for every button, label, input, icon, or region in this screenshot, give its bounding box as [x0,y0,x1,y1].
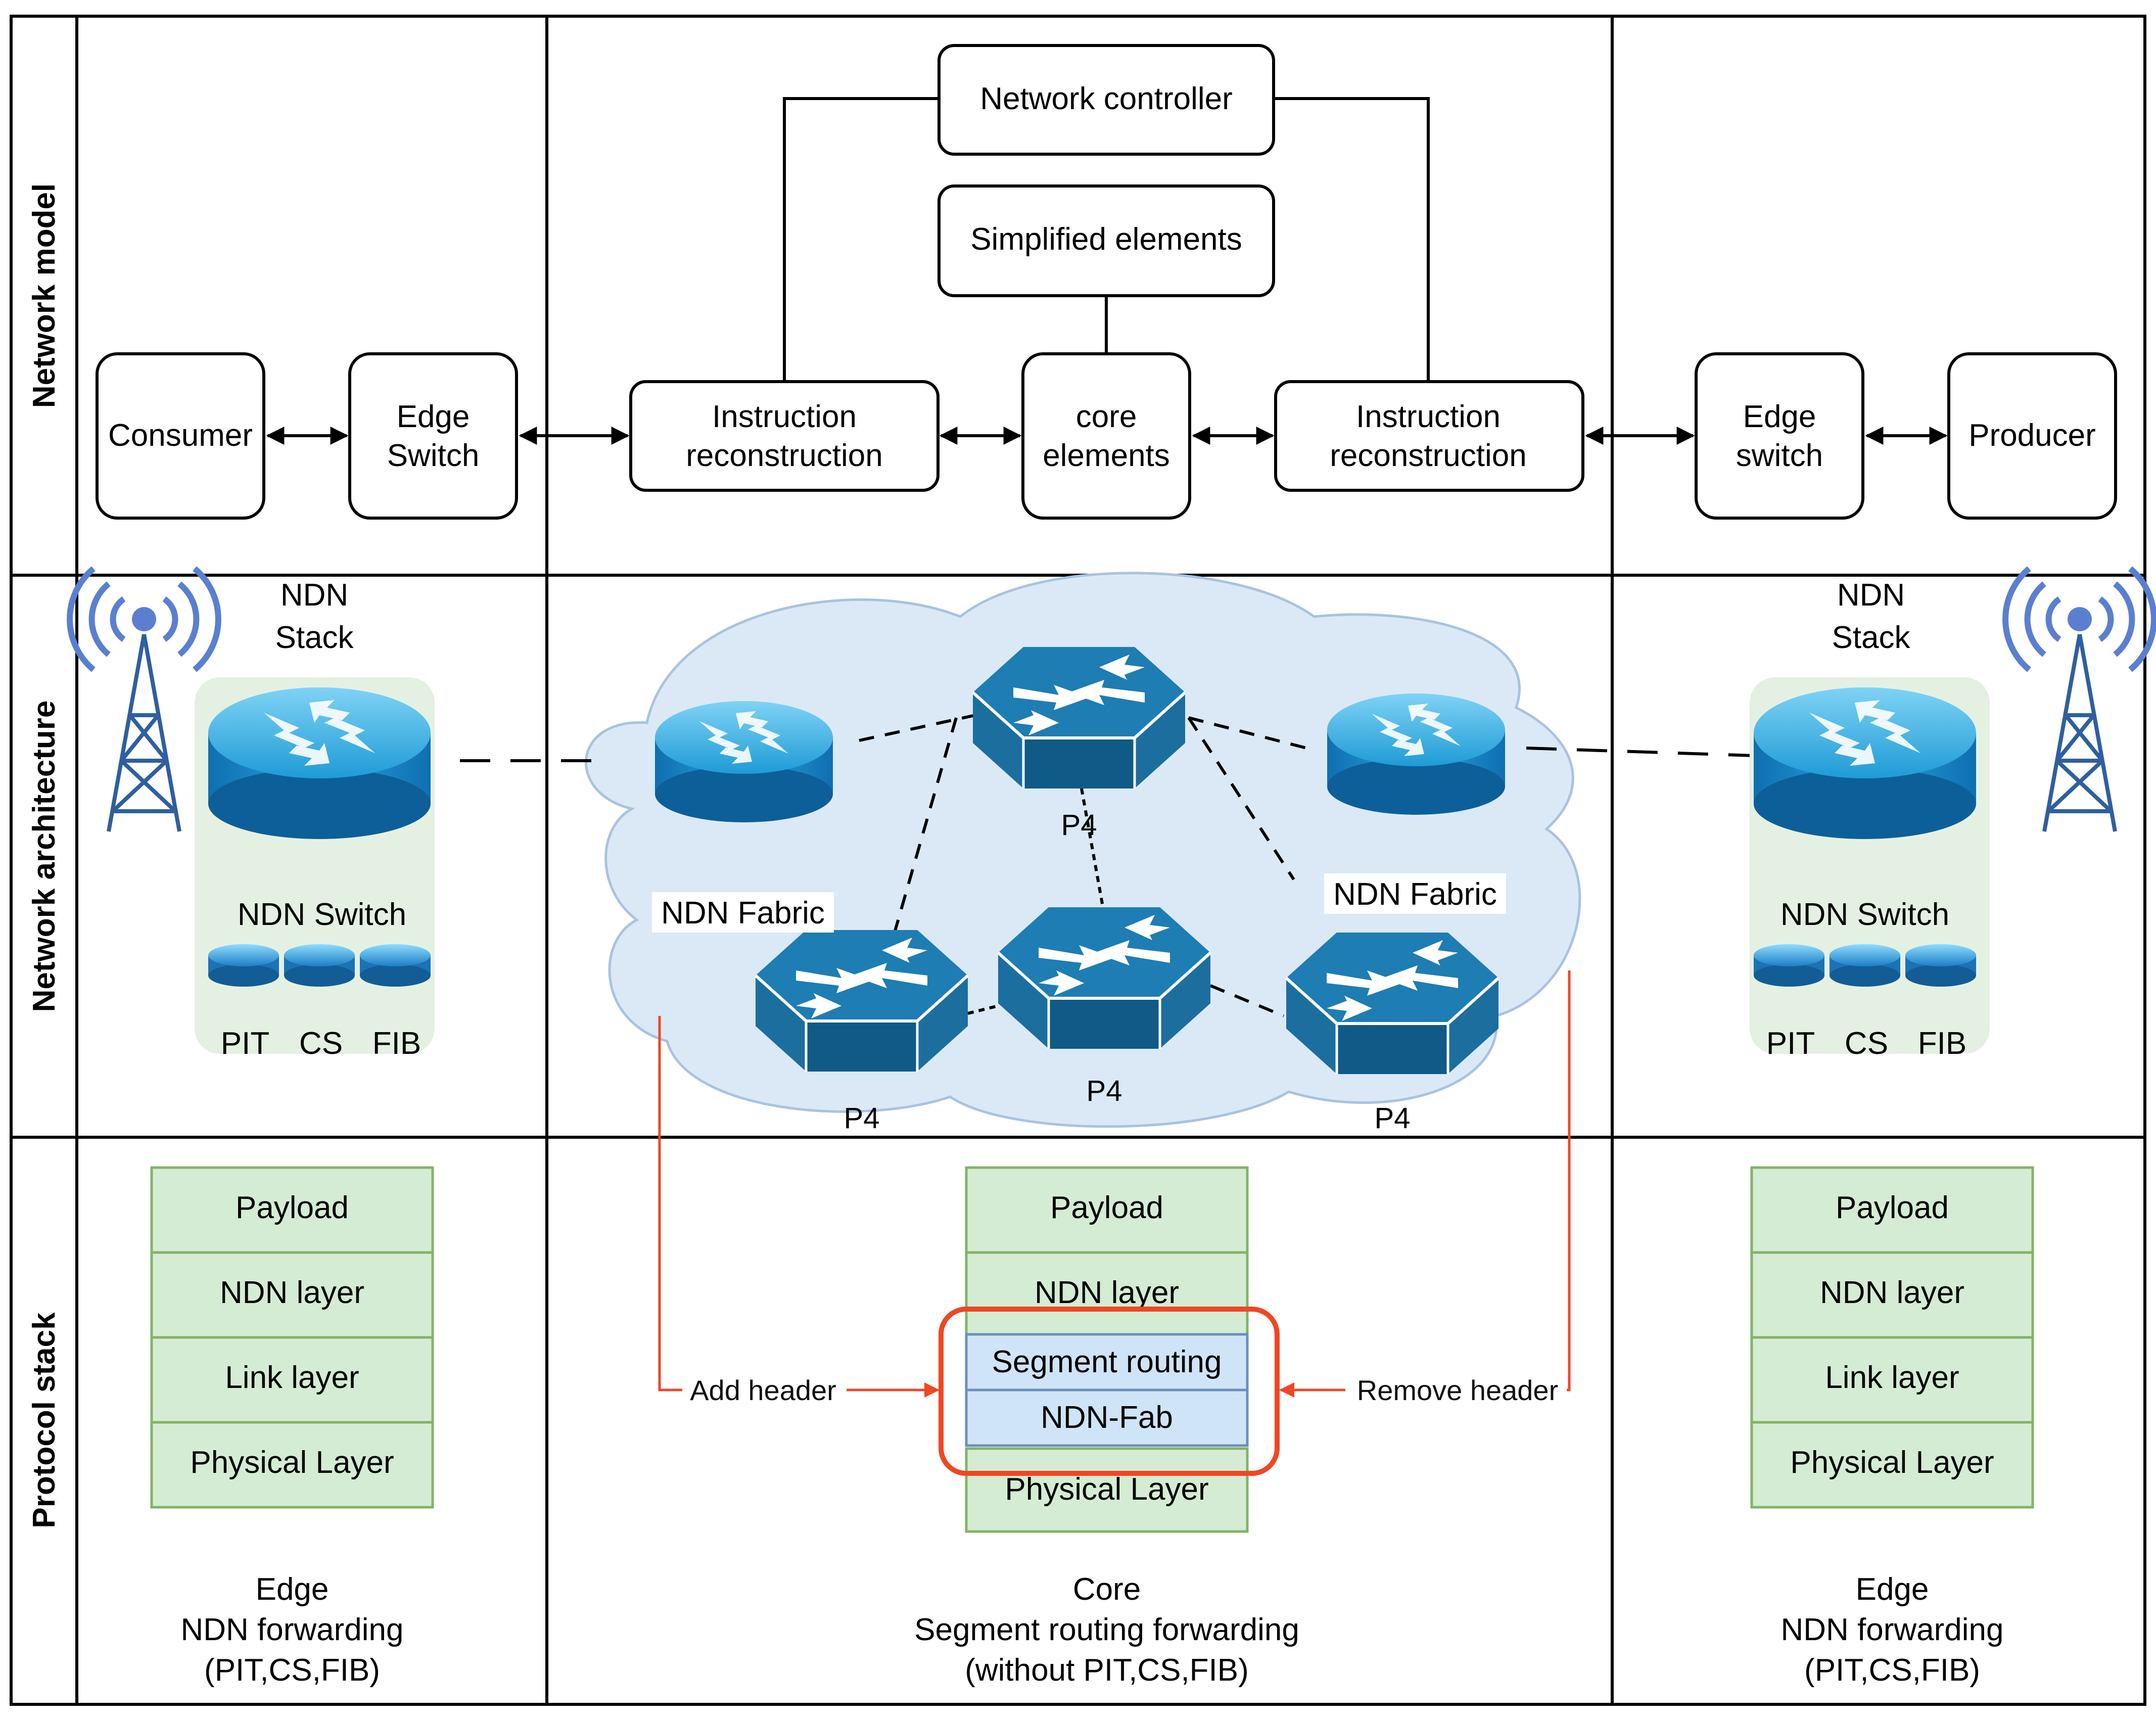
row-label-network-model: Network model [27,183,62,408]
edge-switch-left-line1: Edge [397,399,470,434]
right-table-pit: PIT [1766,1026,1815,1061]
fabric-right-label-bg [1324,873,1506,914]
right-layer-physical: Physical Layer [1790,1445,1994,1480]
edge-switch-left-line2: Switch [387,438,480,473]
disk-fib-right-icon [1905,944,1976,987]
instr-right-line2: reconstruction [1330,438,1526,473]
p4-left-label: P4 [844,1102,880,1135]
row-label-network-architecture: Network architecture [27,701,62,1012]
core-caption-line1: Core [1073,1572,1141,1607]
disk-pit-right-icon [1754,944,1824,987]
add-header-label: Add header [690,1374,836,1406]
right-table-cs: CS [1845,1026,1888,1061]
left-layer-physical: Physical Layer [190,1445,394,1480]
fabric-left-label-bg [652,892,834,933]
left-layer-payload: Payload [236,1190,349,1225]
fabric-left-label: NDN Fabric [661,896,825,931]
disk-cs-left-icon [284,944,355,987]
p4-switch-top-icon [973,647,1185,788]
left-layer-ndn: NDN layer [220,1275,364,1310]
consumer-box: Consumer [96,352,265,520]
left-switch-label: NDN Switch [238,897,406,932]
fabric-router-left-icon [655,701,833,822]
right-stack-line1: NDN [1837,578,1905,613]
grid-frame [10,15,2146,1706]
right-caption-line3: (PIT,CS,FIB) [1804,1653,1980,1688]
edge-switch-right-line1: Edge [1743,399,1816,434]
p4-middle-label: P4 [1087,1075,1122,1107]
wireless-tower-right-icon [2005,569,2154,831]
right-stack-line2: Stack [1832,620,1910,655]
p4-switch-middle-icon [998,907,1210,1049]
p4-right-label: P4 [1375,1102,1411,1135]
instr-left-line2: reconstruction [686,438,882,473]
left-stack-line2: Stack [275,620,354,655]
left-table-cs: CS [299,1026,343,1061]
controller-connectors [783,97,1430,380]
right-switch-label: NDN Switch [1780,897,1949,932]
right-caption-line2: NDN forwarding [1780,1612,2003,1647]
header-arrows [658,970,1571,1398]
core-layer-physical: Physical Layer [1005,1472,1208,1507]
p4-switch-right-icon [1286,933,1498,1074]
router-left-icon [208,687,431,839]
left-caption-line2: NDN forwarding [180,1612,403,1647]
right-layer-link: Link layer [1825,1360,1959,1395]
left-table-fib: FIB [372,1026,421,1061]
consumer-label: Consumer [108,418,253,453]
right-layer-ndn: NDN layer [1820,1275,1964,1310]
row-label-protocol-stack: Protocol stack [27,1312,62,1528]
core-elements-line1: core [1076,399,1137,434]
simplified-elements-label: Simplified elements [970,222,1242,257]
producer-box: Producer [1947,352,2117,520]
left-caption-line1: Edge [256,1572,329,1607]
p4-top-label: P4 [1061,809,1097,842]
remove-header-label: Remove header [1357,1374,1558,1406]
edge-switch-left-box: Edge Switch [348,352,518,520]
network-controller-box: Network controller [938,44,1275,156]
right-protocol-stack: Payload NDN layer Link layer Physical La… [1750,1166,2034,1509]
instr-left-line1: Instruction [712,399,857,434]
left-table-pit: PIT [221,1026,269,1061]
left-layer-link: Link layer [225,1360,359,1395]
fabric-router-right-icon [1327,693,1505,815]
right-caption-line1: Edge [1856,1572,1929,1607]
disk-cs-right-icon [1830,944,1900,987]
fabric-right-label: NDN Fabric [1333,877,1497,912]
core-elements-line2: elements [1043,438,1170,473]
simplified-elements-box: Simplified elements [938,184,1275,297]
core-elements-box: core elements [1021,352,1191,520]
instruction-reconstruction-left-box: Instruction reconstruction [629,380,940,492]
p4-switch-left-icon [756,930,968,1072]
instr-right-line1: Instruction [1356,399,1501,434]
core-protocol-stack: Payload NDN layer Physical Layer Segment… [939,1166,1280,1533]
disk-fib-left-icon [360,944,431,987]
core-layer-segment-routing: Segment routing [992,1344,1222,1379]
core-layer-ndn-fab: NDN-Fab [1041,1400,1173,1435]
edge-switch-right-line2: switch [1736,438,1823,473]
instruction-reconstruction-right-box: Instruction reconstruction [1274,380,1584,492]
right-table-fib: FIB [1918,1026,1966,1061]
fabric-links [460,714,1754,1017]
core-layer-payload: Payload [1050,1190,1163,1225]
right-layer-payload: Payload [1836,1190,1949,1225]
core-highlight-frame [939,1307,1280,1476]
core-layer-ndn: NDN layer [1035,1275,1179,1310]
router-right-icon [1754,687,1976,839]
disk-pit-left-icon [208,944,279,987]
core-caption-line2: Segment routing forwarding [914,1612,1299,1647]
network-controller-label: Network controller [980,81,1233,116]
core-caption-line3: (without PIT,CS,FIB) [965,1653,1249,1688]
left-protocol-stack: Payload NDN layer Link layer Physical La… [150,1166,434,1509]
left-stack-line1: NDN [280,578,348,613]
left-caption-line3: (PIT,CS,FIB) [204,1653,380,1688]
producer-label: Producer [1968,418,2096,453]
edge-switch-right-box: Edge switch [1695,352,1864,520]
